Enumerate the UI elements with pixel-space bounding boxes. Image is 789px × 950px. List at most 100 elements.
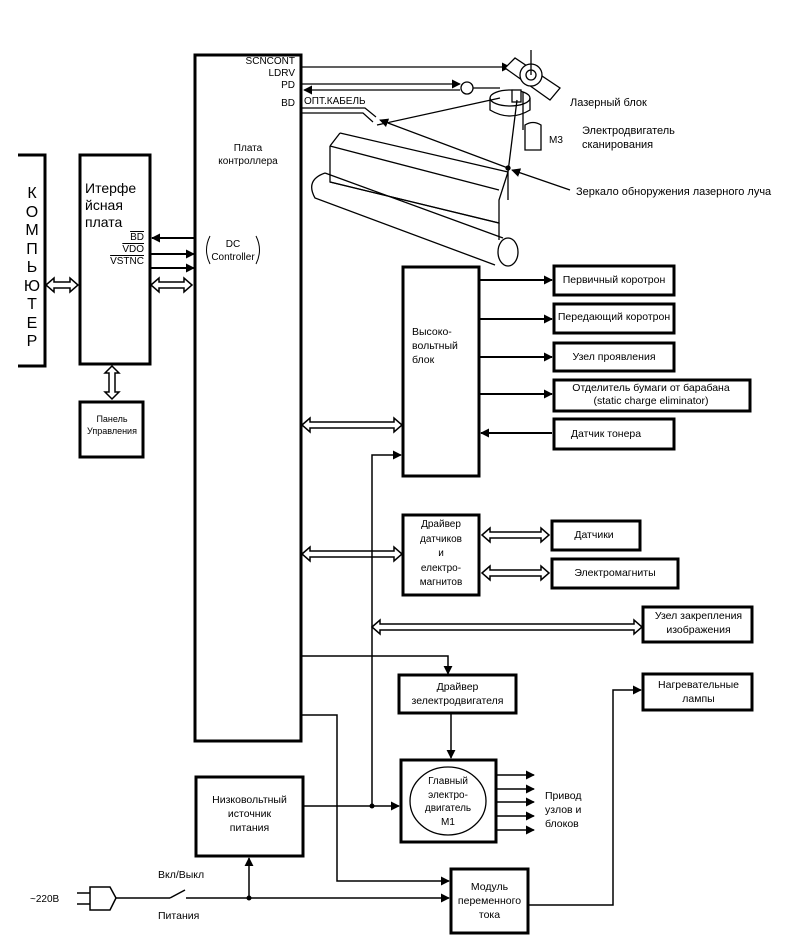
- bus-arrow-controller-sensor-driver: [300, 545, 404, 563]
- line: Драйвер: [421, 519, 461, 530]
- line: вольтный: [412, 340, 458, 352]
- line: DC: [225, 239, 241, 250]
- sensors-label: Датчики: [574, 529, 614, 541]
- line: блоков: [545, 818, 579, 830]
- line: узлов и: [545, 804, 582, 816]
- controller-to-motor-driver-line: [302, 655, 453, 675]
- line: Панель: [96, 414, 128, 424]
- line: Нагревательные: [658, 679, 739, 691]
- signal-bd-controller: BD: [281, 98, 295, 109]
- line: Низковольтный: [212, 794, 287, 806]
- hv-output-label-3: Отделитель бумаги от барабана (static ch…: [556, 382, 746, 408]
- voltage-label: ~220В: [30, 894, 60, 905]
- line: питания: [229, 822, 270, 834]
- hv-block-title: Высоко- вольтный блок: [412, 325, 458, 367]
- line: изображения: [666, 624, 731, 636]
- line: Отделитель бумаги от барабана: [572, 382, 730, 394]
- line: зелектродвигателя: [411, 695, 504, 707]
- line: електро-: [420, 562, 462, 574]
- bus-arrow-sensors: [480, 526, 551, 544]
- laser-unit-drawing: [376, 50, 571, 200]
- bus-arrow-interface-controller: [149, 276, 194, 294]
- fuser-box: [641, 605, 754, 644]
- hv-output-label-1: Передающий коротрон: [557, 311, 671, 323]
- computer-block: [18, 153, 47, 368]
- power-switch: [169, 889, 186, 899]
- line: источник: [227, 808, 272, 820]
- title-line: Итерфе: [85, 180, 137, 196]
- opt-cable: [302, 107, 377, 123]
- junction-dot: [369, 803, 375, 809]
- line: лампы: [682, 693, 715, 705]
- control-panel: [78, 400, 145, 459]
- dc-controller-label: DC Controller: [208, 238, 258, 264]
- motor-driver-label: Драйвер зелектродвигателя: [401, 680, 514, 708]
- heaters-label: Нагревательные лампы: [645, 678, 752, 706]
- control-panel-label: Панель Управления: [82, 413, 142, 437]
- line: тока: [478, 909, 501, 921]
- hv-output-box-1: [552, 302, 676, 335]
- main-motor-circle: [409, 766, 487, 836]
- motor-m3-label: М3: [549, 135, 563, 146]
- main-motor-label: Главный электро- двигатель М1: [412, 775, 484, 829]
- power-bus-line: [371, 450, 402, 806]
- magnets-label: Электромагниты: [574, 567, 656, 579]
- line: магнитов: [419, 577, 463, 588]
- signal-scncont: SCNCONT: [245, 56, 295, 67]
- line: сканирования: [582, 139, 654, 151]
- dc-paren-right: [255, 235, 260, 265]
- hv-block: [401, 265, 481, 478]
- controller-to-ac-line: [302, 714, 450, 886]
- computer-letter: Ю: [23, 277, 41, 295]
- bus-arrow-controller-hv: [300, 416, 404, 434]
- controller-signals: SCNCONT LDRV PD BD: [230, 56, 295, 110]
- bus-arrow-computer-interface: [44, 276, 80, 294]
- line: переменного: [457, 895, 522, 907]
- computer-letter: Е: [26, 314, 38, 332]
- drive-label: Привод узлов и блоков: [545, 789, 581, 831]
- switch-label-bottom: Питания: [158, 910, 200, 922]
- heaters-box: [641, 672, 754, 712]
- computer-letter: Т: [27, 296, 37, 313]
- line: Высоко-: [412, 326, 452, 338]
- junction-dot-mains: [246, 895, 252, 901]
- mirror-label: Зеркало обноружения лазерного луча: [576, 186, 772, 198]
- drive-arrows: [497, 770, 535, 835]
- plug-icon: [77, 886, 117, 911]
- sensors-box: [550, 519, 642, 552]
- line: Привод: [545, 790, 582, 802]
- line: электро-: [428, 789, 468, 801]
- title-line: плата: [85, 214, 123, 230]
- computer-letter: Ь: [26, 259, 38, 276]
- hv-output-label-0: Первичный коротрон: [562, 274, 666, 286]
- line: Узел закрепления: [654, 610, 743, 622]
- hv-output-box-2: [552, 341, 676, 373]
- computer-letter: М: [25, 222, 39, 239]
- sensor-driver-title: Драйвер датчиков и електро- магнитов: [405, 518, 477, 591]
- line: Модуль: [470, 881, 509, 893]
- opt-cable-label: ОПТ.КАБЕЛЬ: [304, 96, 366, 107]
- low-voltage-block: [194, 775, 305, 858]
- line: блок: [412, 354, 435, 366]
- computer-letter: О: [25, 203, 39, 221]
- fuser-label: Узел закрепления изображения: [645, 609, 752, 637]
- scan-motor-label: Электродвигатель сканирования: [582, 124, 675, 152]
- computer-letter: К: [27, 185, 37, 202]
- line: датчиков: [420, 533, 462, 545]
- dc-paren-left: [206, 235, 211, 265]
- line: (static charge eliminator): [593, 395, 709, 407]
- signal-pd: PD: [281, 80, 295, 91]
- interface-signals: BD VDO VSTNC: [100, 232, 144, 268]
- interface-board: [78, 153, 152, 366]
- signal-bd: BD: [130, 232, 144, 243]
- signal-vdo: VDO: [122, 244, 144, 255]
- switch-label-top: Вкл/Выкл: [158, 869, 205, 881]
- line: Controller: [211, 252, 255, 263]
- sensor-driver-block: [401, 513, 481, 597]
- hv-output-label-4: Датчик тонера: [570, 428, 642, 440]
- motor-driver-block: [397, 673, 518, 715]
- hv-output-label-2: Узел проявления: [572, 351, 656, 363]
- hv-output-box-0: [552, 264, 676, 297]
- bus-arrow-fuser: [370, 618, 644, 636]
